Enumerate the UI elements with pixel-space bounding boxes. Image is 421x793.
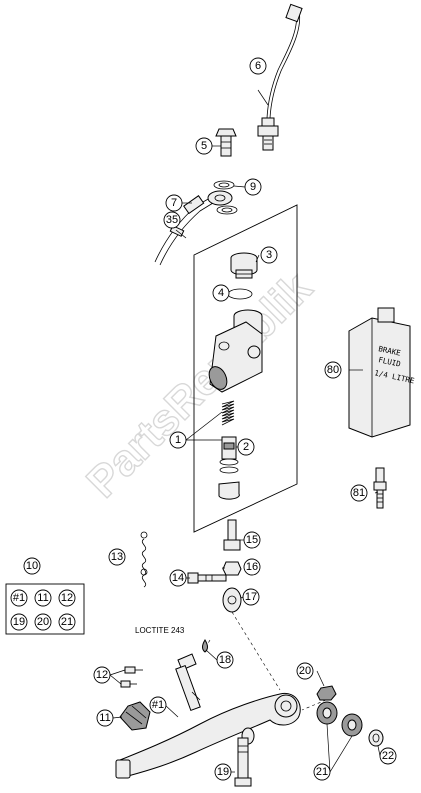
part-80-brake-fluid-can: BRAKE FLUID 1/4 LITRE [348, 307, 416, 438]
callout-5: 5 [201, 140, 207, 152]
part-4-o-ring [227, 288, 253, 300]
callout-1: 1 [175, 434, 181, 446]
part-5-banjo-bolt [215, 128, 237, 157]
kit-item-5: 20 [37, 616, 49, 628]
callout-6: 6 [255, 60, 261, 72]
part-9-sealing-rings [213, 180, 238, 215]
kit-item-4: 19 [13, 616, 25, 628]
callout-12: 12 [96, 669, 108, 681]
part-21-bearings [316, 701, 363, 737]
part-20-nut [316, 685, 337, 701]
kit-box [5, 583, 85, 635]
part-1-brake-pedal [115, 692, 301, 779]
callout-21: 21 [316, 766, 328, 778]
callout-9: 9 [250, 181, 256, 193]
part-15-pushrod [223, 519, 241, 551]
callout-leader-lines [109, 89, 381, 773]
part-14-bolt [187, 572, 227, 584]
callout-13: 13 [111, 551, 123, 563]
callout-circles [93, 57, 397, 781]
kit-item-2: 11 [37, 592, 48, 604]
part-10-kit: 10 #1 11 12 19 20 21 [5, 557, 85, 635]
callout-17: 17 [245, 591, 257, 603]
part-81-bleeder-valve [373, 467, 387, 509]
callout-35: 35 [166, 214, 178, 226]
kit-item-3: 12 [61, 592, 73, 604]
master-cylinder-spring [221, 400, 235, 426]
callout-7: 7 [171, 197, 177, 209]
kit-item-6: 21 [61, 616, 73, 628]
part-3-reservoir-cap [230, 252, 258, 279]
loctite-drop-icon [202, 639, 208, 653]
part-18-pedal-bolt [175, 653, 201, 712]
callout-18: 18 [219, 654, 231, 666]
callout-2: 2 [243, 441, 249, 453]
callout-11: 11 [99, 712, 110, 724]
part-19-bolt [234, 737, 252, 787]
callout-14: 14 [172, 572, 184, 584]
watermark: PartsRepublik [77, 263, 321, 507]
callout-10: 10 [26, 560, 38, 572]
part-22-bushing [368, 729, 384, 747]
callout-4: 4 [218, 287, 224, 299]
callout-16: 16 [246, 561, 258, 573]
master-cylinder-piston [218, 436, 240, 500]
part-17-clevis [222, 587, 242, 613]
part-16-nut [222, 561, 242, 576]
callout-22: 22 [382, 750, 394, 762]
callout-hash-1: #1 [152, 699, 164, 711]
master-cylinder-body [208, 309, 263, 393]
part-11-pedal-tip [119, 701, 151, 731]
part-13-return-spring [140, 531, 148, 588]
callout-15: 15 [246, 534, 258, 546]
callout-19: 19 [217, 766, 229, 778]
callout-81: 81 [353, 487, 365, 499]
part-6-brake-light-switch [257, 3, 303, 151]
callout-3: 3 [266, 249, 272, 261]
assembly-guide-lines [203, 611, 327, 711]
loctite-note: LOCTITE 243 [135, 626, 185, 635]
kit-item-1: #1 [13, 592, 25, 604]
part-35-screw [169, 225, 187, 239]
callout-20: 20 [299, 665, 311, 677]
callout-80: 80 [327, 364, 339, 376]
